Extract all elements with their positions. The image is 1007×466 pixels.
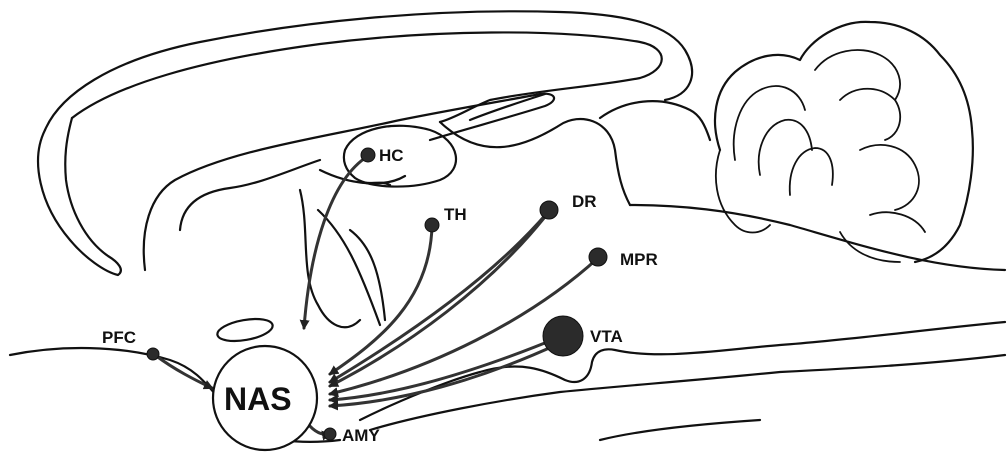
dr-node bbox=[540, 201, 558, 219]
hc-node bbox=[361, 148, 375, 162]
amy-node bbox=[324, 428, 336, 440]
vta-node bbox=[543, 316, 583, 356]
mpr-label: MPR bbox=[620, 250, 658, 269]
mpr-node bbox=[589, 248, 607, 266]
pfc-node bbox=[147, 348, 159, 360]
projection-pfc-nas bbox=[155, 355, 212, 388]
vta-label: VTA bbox=[590, 327, 623, 346]
nas-label: NAS bbox=[224, 381, 292, 417]
th-node bbox=[425, 218, 439, 232]
hc-label: HC bbox=[379, 146, 404, 165]
brain-outline bbox=[10, 11, 1005, 442]
pfc-label: PFC bbox=[102, 328, 136, 347]
dr-label: DR bbox=[572, 192, 597, 211]
th-label: TH bbox=[444, 205, 467, 224]
amy-label: AMY bbox=[342, 426, 380, 445]
